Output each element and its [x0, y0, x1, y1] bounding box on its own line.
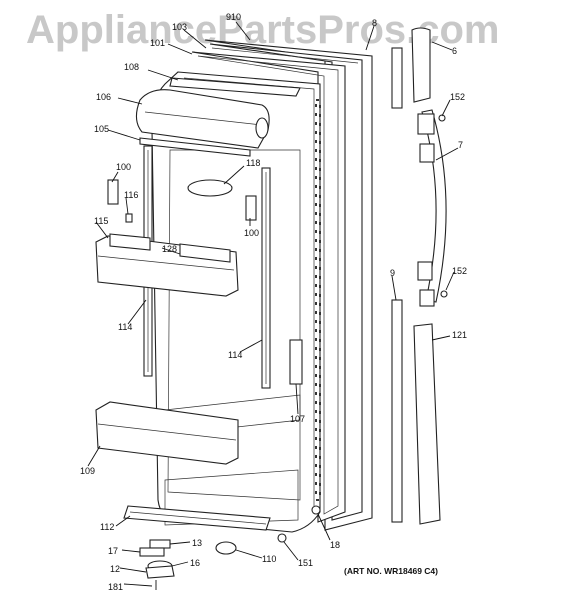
door-bin-upper: [95, 233, 239, 297]
part-labels: 910 103 8 6 101 108 106 152 105 7 100 11…: [80, 12, 467, 592]
label-910: 910: [226, 12, 241, 22]
label-108: 108: [124, 62, 139, 72]
liner-rivet-row: [315, 99, 321, 501]
label-9: 9: [390, 268, 395, 278]
label-152-upper: 152: [450, 92, 465, 102]
label-101: 101: [150, 38, 165, 48]
label-107: 107: [290, 414, 305, 424]
part-17: [139, 547, 165, 557]
handle-lower: [413, 323, 441, 525]
label-6: 6: [452, 46, 457, 56]
handle-trim-lower: [391, 299, 403, 523]
liner-badge: [187, 179, 233, 197]
label-103: 103: [172, 22, 187, 32]
door-gasket: [191, 51, 346, 523]
label-114-right: 114: [228, 350, 242, 360]
label-116: 116: [124, 190, 138, 200]
handle-cap: [411, 27, 431, 103]
label-114-left: 114: [118, 322, 132, 332]
dairy-door: [135, 89, 270, 149]
label-16: 16: [190, 558, 200, 568]
part-13: [149, 539, 171, 549]
screw-116: [125, 213, 133, 223]
label-100-right: 100: [244, 228, 259, 238]
shelf-clip-left: [107, 179, 119, 205]
label-105: 105: [94, 124, 109, 134]
label-100-left: 100: [116, 162, 131, 172]
label-17: 17: [108, 546, 118, 556]
label-181: 181: [108, 582, 123, 592]
label-8: 8: [372, 18, 377, 28]
label-18: 18: [330, 540, 340, 550]
part-12: [145, 565, 175, 579]
label-106: 106: [96, 92, 111, 102]
channel-107: [289, 339, 303, 385]
label-110: 110: [262, 554, 276, 564]
label-12: 12: [110, 564, 120, 574]
cap-110: [215, 541, 237, 555]
label-115: 115: [94, 216, 108, 226]
shelf-rail-right: [261, 167, 271, 389]
label-7: 7: [458, 140, 463, 150]
shelf-clip-right: [245, 195, 257, 221]
label-118: 118: [246, 158, 260, 168]
screw-152-lower: [440, 290, 448, 298]
label-121: 121: [452, 330, 467, 340]
hinge-pin-18: [311, 505, 321, 515]
screw-151: [277, 533, 287, 543]
door-bin-lower: [95, 401, 239, 465]
door-top-cap: [169, 77, 301, 97]
label-128: 128: [162, 244, 177, 254]
handle-trim-upper: [391, 47, 403, 109]
leader-lines: [87, 21, 459, 587]
label-152-lower: 152: [452, 266, 467, 276]
dairy-trim: [139, 137, 251, 157]
art-number: (ART NO. WR18469 C4): [344, 566, 438, 576]
label-112: 112: [100, 522, 114, 532]
label-13: 13: [192, 538, 202, 548]
label-151: 151: [298, 558, 313, 568]
label-109: 109: [80, 466, 95, 476]
